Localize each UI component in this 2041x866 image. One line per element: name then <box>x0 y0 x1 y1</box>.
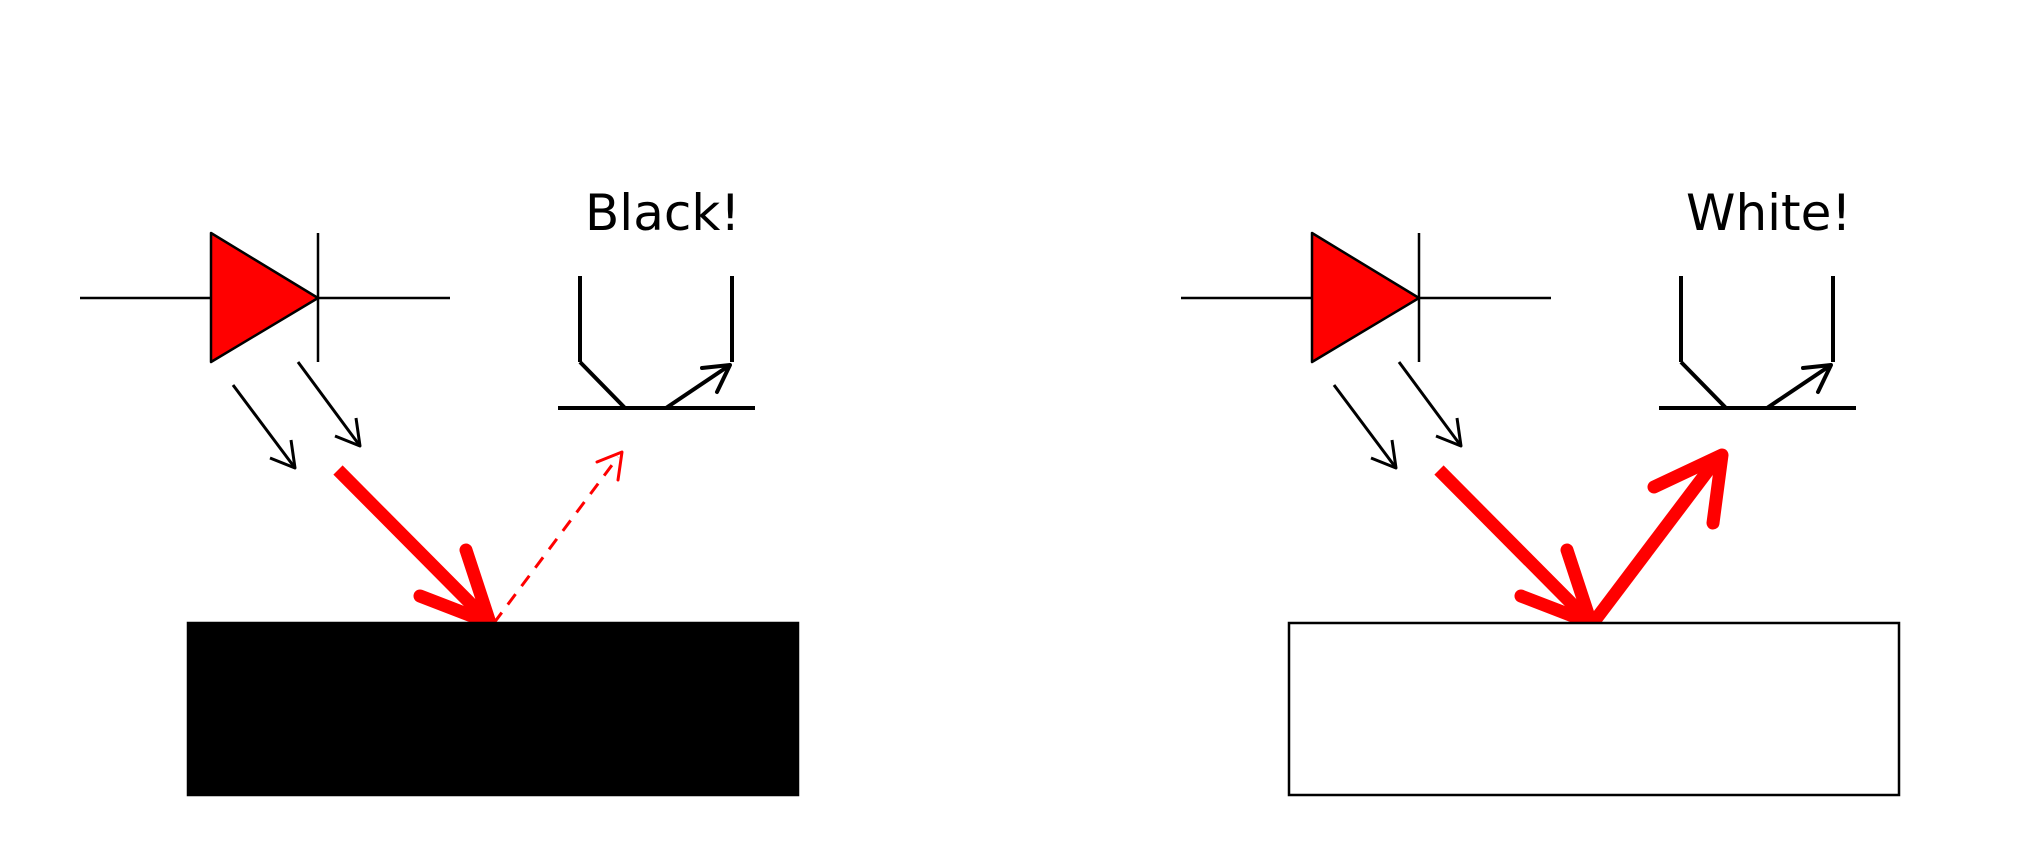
incident-light-arrow <box>1434 465 1598 630</box>
black-surface <box>186 621 800 797</box>
phototransistor-icon <box>556 274 757 410</box>
panel-white: White! <box>1179 184 1901 797</box>
strong-reflection-arrow <box>1587 448 1729 627</box>
phototransistor-icon <box>1657 274 1858 410</box>
incident-light-arrow <box>333 465 497 630</box>
panel-label-white: White! <box>1686 184 1851 242</box>
panel-label-black: Black! <box>585 184 740 242</box>
led-icon <box>78 231 452 470</box>
weak-reflection-arrow <box>492 450 624 624</box>
led-icon <box>1179 231 1553 470</box>
panel-black: Black! <box>78 184 800 797</box>
white-surface <box>1287 621 1901 797</box>
